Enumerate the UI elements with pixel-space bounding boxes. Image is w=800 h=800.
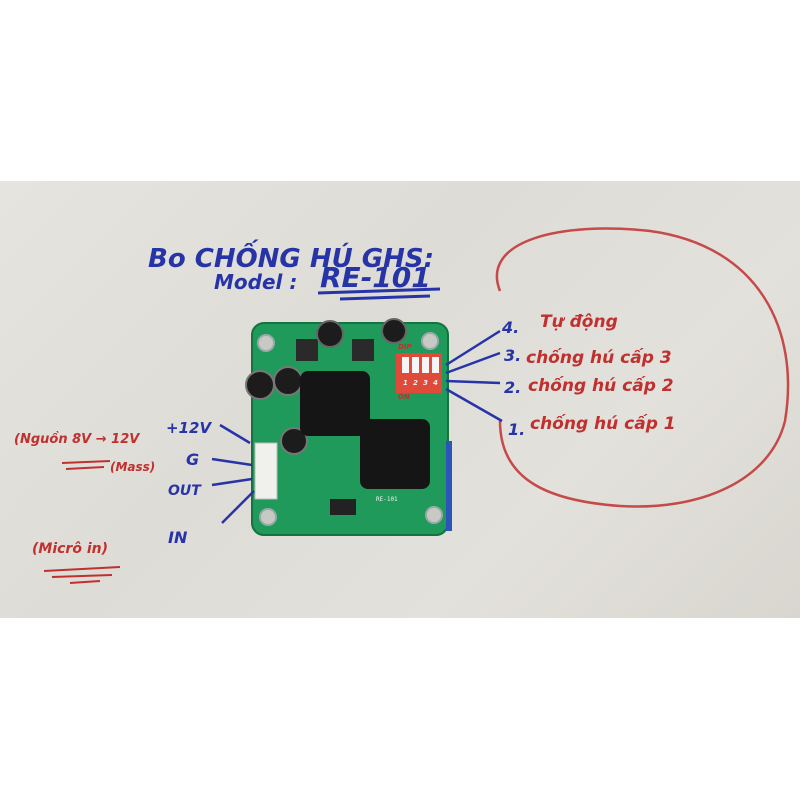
dip-num-1: 1 xyxy=(403,379,408,387)
power-scribble xyxy=(61,460,111,470)
mode-1-num: 1. xyxy=(508,420,525,439)
input-note: (Micrô in) xyxy=(32,541,108,557)
on-label: ON xyxy=(398,393,410,401)
pcb-model-silk: RE-101 xyxy=(376,496,398,503)
dip-num-4: 4 xyxy=(433,379,438,387)
mode-2-text: chống hú cấp 2 xyxy=(528,375,674,396)
pin-g-label: G xyxy=(186,450,199,469)
input-scribble xyxy=(43,566,121,584)
mode-3-text: chống hú cấp 3 xyxy=(526,347,672,368)
pcb-board xyxy=(245,318,452,536)
mode-3-num: 3. xyxy=(504,346,521,365)
model-value: RE-101 xyxy=(320,261,431,294)
power-note: (Nguồn 8V → 12V xyxy=(14,432,140,447)
board-title: Bo CHỐNG HÚ GHS: xyxy=(148,238,434,274)
ground-note: (Mass) xyxy=(110,460,155,474)
dip-label: DIP xyxy=(398,343,412,351)
pin-out-label: OUT xyxy=(168,483,202,499)
dip-num-2: 2 xyxy=(413,379,418,387)
dip-arrows xyxy=(445,329,503,423)
mode-1-text: chống hú cấp 1 xyxy=(530,413,676,434)
pin-in-label: IN xyxy=(168,528,188,547)
pin-12v-label: +12V xyxy=(166,419,212,437)
photo-canvas: Bo CHỐNG HÚ GHS: Model : RE-101 DIP ON 1… xyxy=(14,227,790,584)
whiteboard-photo: Bo CHỐNG HÚ GHS: Model : RE-101 DIP ON 1… xyxy=(0,181,800,618)
dip-num-3: 3 xyxy=(423,379,428,387)
mode-4-text: Tự động xyxy=(540,312,618,332)
pin-connector xyxy=(254,442,278,500)
model-label: Model : xyxy=(214,270,297,294)
pin-arrows xyxy=(211,423,255,524)
mode-2-num: 2. xyxy=(504,378,521,397)
model-underline xyxy=(317,287,441,301)
red-circle-marker xyxy=(495,227,790,508)
mode-4-num: 4. xyxy=(501,318,519,337)
